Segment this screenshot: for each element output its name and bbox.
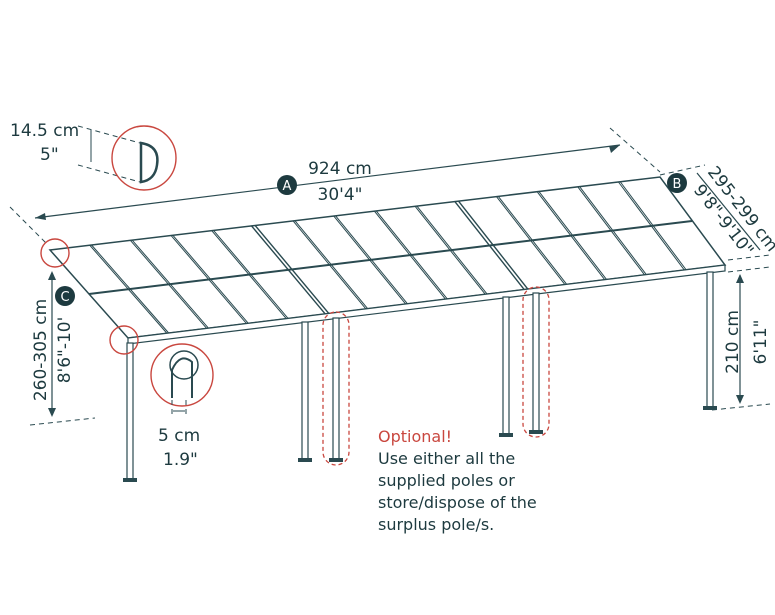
marker-c: C xyxy=(60,290,69,305)
rafter xyxy=(335,215,408,305)
length-metric: 924 cm xyxy=(308,159,372,179)
rafter xyxy=(131,239,209,329)
rafter xyxy=(458,200,529,290)
post-base xyxy=(703,406,717,410)
rafter xyxy=(375,210,448,300)
post-height-metric: 210 cm xyxy=(723,310,743,374)
marker-b: B xyxy=(673,177,682,192)
rafter xyxy=(172,235,249,324)
arrowhead-icon xyxy=(736,274,744,283)
arrowhead-icon xyxy=(609,145,620,153)
post-bracket-icon xyxy=(171,357,193,398)
post xyxy=(126,342,134,481)
length-dimension-line xyxy=(34,144,621,219)
gutter-imperial: 5" xyxy=(40,145,59,165)
rafter xyxy=(454,200,525,290)
extension-line xyxy=(9,206,49,246)
rafter xyxy=(294,220,369,310)
post-base xyxy=(298,458,312,462)
post-detail-circle xyxy=(150,343,214,407)
rafter xyxy=(414,205,486,295)
marker-c-badge xyxy=(55,286,75,306)
rafter xyxy=(211,230,287,319)
cross-bar xyxy=(88,220,693,295)
extension-line xyxy=(609,127,661,173)
post-height-dimension: 210 cm 6'11" xyxy=(711,266,771,411)
corner-bracket-highlight xyxy=(109,325,139,355)
post-base xyxy=(529,430,543,434)
optional-post-marker-2 xyxy=(522,286,550,438)
extension-line xyxy=(29,417,96,426)
arrowhead-icon xyxy=(48,408,56,417)
rafter xyxy=(170,235,247,324)
rafter xyxy=(129,239,207,329)
post-base xyxy=(329,458,343,462)
optional-post-marker-1 xyxy=(322,311,350,466)
gutter-metric: 14.5 cm xyxy=(10,121,79,141)
marker-b-badge xyxy=(667,173,687,193)
marker-a: A xyxy=(283,179,292,194)
post xyxy=(706,271,714,409)
extension-line xyxy=(77,125,141,144)
wall-bracket-highlight xyxy=(40,238,70,268)
posts xyxy=(123,271,717,482)
gutter-detail-circle xyxy=(111,125,177,191)
post-imperial: 1.9" xyxy=(163,450,198,470)
post-detail: 5 cm 1.9" xyxy=(150,343,214,470)
post xyxy=(332,317,340,461)
post xyxy=(532,292,540,433)
rafter xyxy=(89,244,168,334)
rafter xyxy=(254,225,330,315)
front-gutter xyxy=(127,264,726,345)
rafter xyxy=(292,220,367,310)
rafter xyxy=(250,225,326,315)
wall-height-dimension: C 260-305 cm 8'6"-10' xyxy=(29,238,139,426)
marker-a-badge xyxy=(277,175,297,195)
post xyxy=(301,321,309,461)
rafter xyxy=(619,181,687,271)
extension-line xyxy=(711,403,771,411)
note-line: supplied poles or xyxy=(378,471,515,490)
arrowhead-icon xyxy=(736,395,744,404)
gutter-profile-icon xyxy=(139,141,159,184)
rafters xyxy=(89,181,687,334)
post-metric: 5 cm xyxy=(158,426,200,446)
post-height-imperial: 6'11" xyxy=(751,320,771,365)
rafter xyxy=(617,181,685,271)
arrowhead-icon xyxy=(35,213,46,220)
rafter xyxy=(536,191,605,280)
rafter xyxy=(579,186,647,276)
extension-line xyxy=(77,164,141,183)
rafter xyxy=(495,196,566,285)
rafter xyxy=(577,186,645,276)
roof xyxy=(48,176,727,345)
extension-line xyxy=(727,254,771,261)
post-base xyxy=(499,433,513,437)
note-line: store/dispose of the xyxy=(378,493,537,512)
note-line: Use either all the xyxy=(378,449,515,468)
wall-height-imperial: 8'6"-10' xyxy=(55,317,75,384)
length-imperial: 30'4" xyxy=(318,185,363,205)
extension-line xyxy=(659,164,706,176)
arrowhead-icon xyxy=(48,271,56,280)
post-base xyxy=(123,478,137,482)
rafter xyxy=(416,205,488,295)
post xyxy=(502,296,510,436)
rafter xyxy=(333,215,406,305)
rafter xyxy=(497,196,568,285)
note-line: surplus pole/s. xyxy=(378,515,494,534)
length-dimension: A 924 cm 30'4" xyxy=(9,127,661,246)
optional-note: Optional! Use either all the supplied po… xyxy=(378,427,537,534)
rafter xyxy=(538,191,607,280)
note-title: Optional! xyxy=(378,427,452,446)
rafter xyxy=(91,244,170,334)
wall-height-metric: 260-305 cm xyxy=(31,299,51,401)
extension-line xyxy=(727,266,771,273)
rafter xyxy=(373,210,446,300)
gutter-detail: 14.5 cm 5" xyxy=(10,121,177,191)
post-bracket-ring-icon xyxy=(169,350,199,380)
rafter xyxy=(213,230,289,319)
depth-dimension-line xyxy=(696,172,761,251)
